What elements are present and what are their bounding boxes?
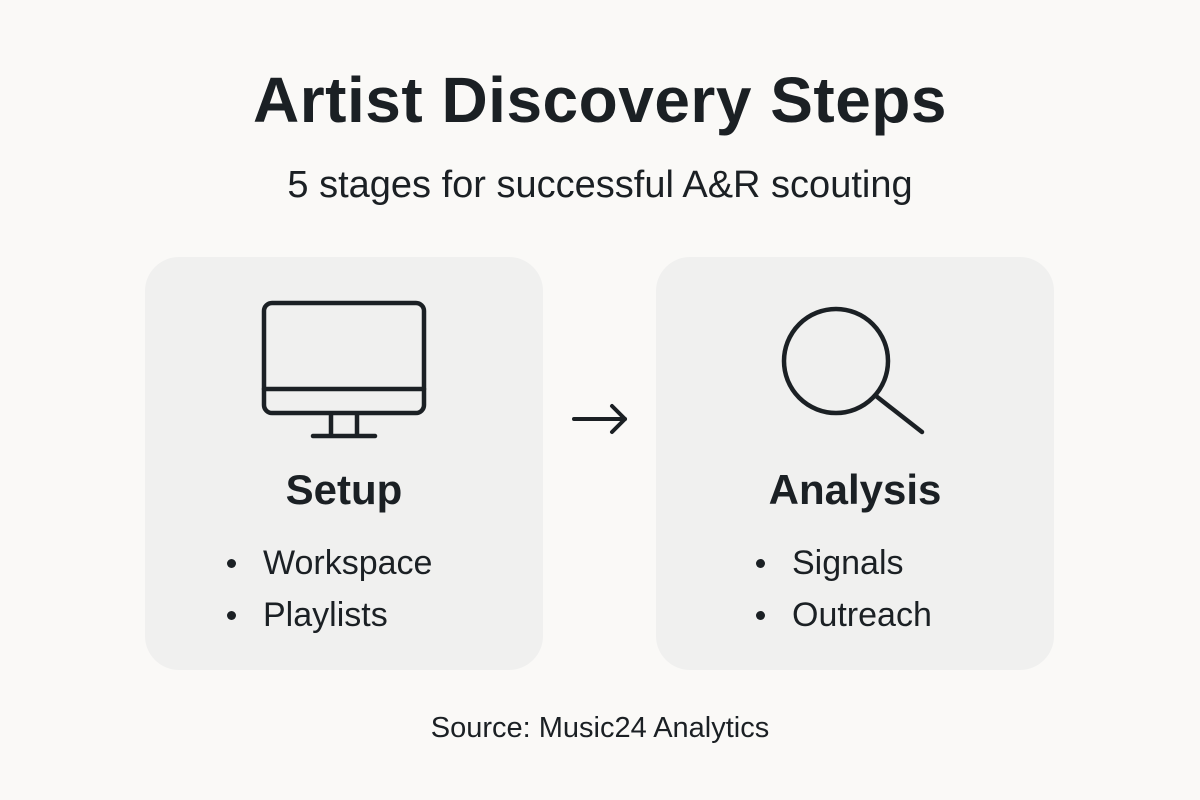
bullet-dot-icon [756, 558, 765, 568]
list-item: Playlists [223, 589, 432, 641]
magnifier-icon [656, 257, 1054, 457]
bullet-dot-icon [756, 610, 765, 620]
step-title: Setup [285, 466, 403, 513]
step-bullet-list: Signals Outreach [752, 537, 932, 641]
step-bullet-list: Workspace Playlists [223, 537, 432, 641]
bullet-dot-icon [227, 558, 236, 568]
list-item: Outreach [752, 589, 932, 641]
page-title: Artist Discovery Steps [253, 64, 947, 136]
page-subtitle: 5 stages for successful A&R scouting [287, 164, 913, 206]
arrow-right-icon [570, 400, 630, 440]
step-card-analysis: Analysis Signals Outreach [656, 257, 1054, 670]
step-card-setup: Setup Workspace Playlists [145, 257, 543, 670]
source-caption: Source: Music24 Analytics [430, 712, 770, 744]
list-item-label: Playlists [263, 596, 388, 634]
step-title: Analysis [768, 466, 942, 513]
bullet-dot-icon [227, 610, 236, 620]
list-item-label: Signals [792, 544, 904, 582]
list-item: Signals [752, 537, 932, 589]
list-item-label: Outreach [792, 596, 932, 634]
list-item: Workspace [223, 537, 432, 589]
monitor-icon [145, 257, 543, 457]
list-item-label: Workspace [263, 544, 433, 582]
